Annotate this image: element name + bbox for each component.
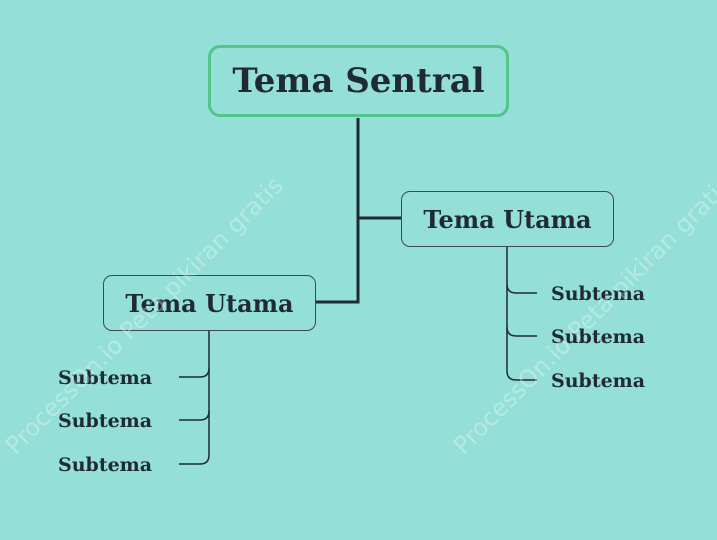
connector-right-sub-2 <box>506 284 537 337</box>
subtopic-left-1[interactable]: Subtema <box>58 367 153 389</box>
connector-right-sub-3 <box>506 327 537 381</box>
main-topic-left-label: Tema Utama <box>125 288 294 318</box>
central-topic-label: Tema Sentral <box>232 61 485 101</box>
central-topic[interactable]: Tema Sentral <box>208 45 509 117</box>
main-topic-right-label: Tema Utama <box>423 204 592 234</box>
connector-central-trunk <box>316 118 360 304</box>
subtopic-right-3[interactable]: Subtema <box>551 370 646 392</box>
connector-left-sub-1 <box>179 331 210 378</box>
connector-right-sub-1 <box>506 247 537 294</box>
main-topic-right[interactable]: Tema Utama <box>401 191 614 247</box>
subtopic-left-2[interactable]: Subtema <box>58 410 153 432</box>
connector-left-sub-2 <box>179 368 210 421</box>
main-topic-left[interactable]: Tema Utama <box>103 275 316 331</box>
subtopic-left-3[interactable]: Subtema <box>58 454 153 476</box>
subtopic-right-2[interactable]: Subtema <box>551 326 646 348</box>
connector-left-sub-3 <box>179 411 210 465</box>
subtopic-right-1[interactable]: Subtema <box>551 283 646 305</box>
